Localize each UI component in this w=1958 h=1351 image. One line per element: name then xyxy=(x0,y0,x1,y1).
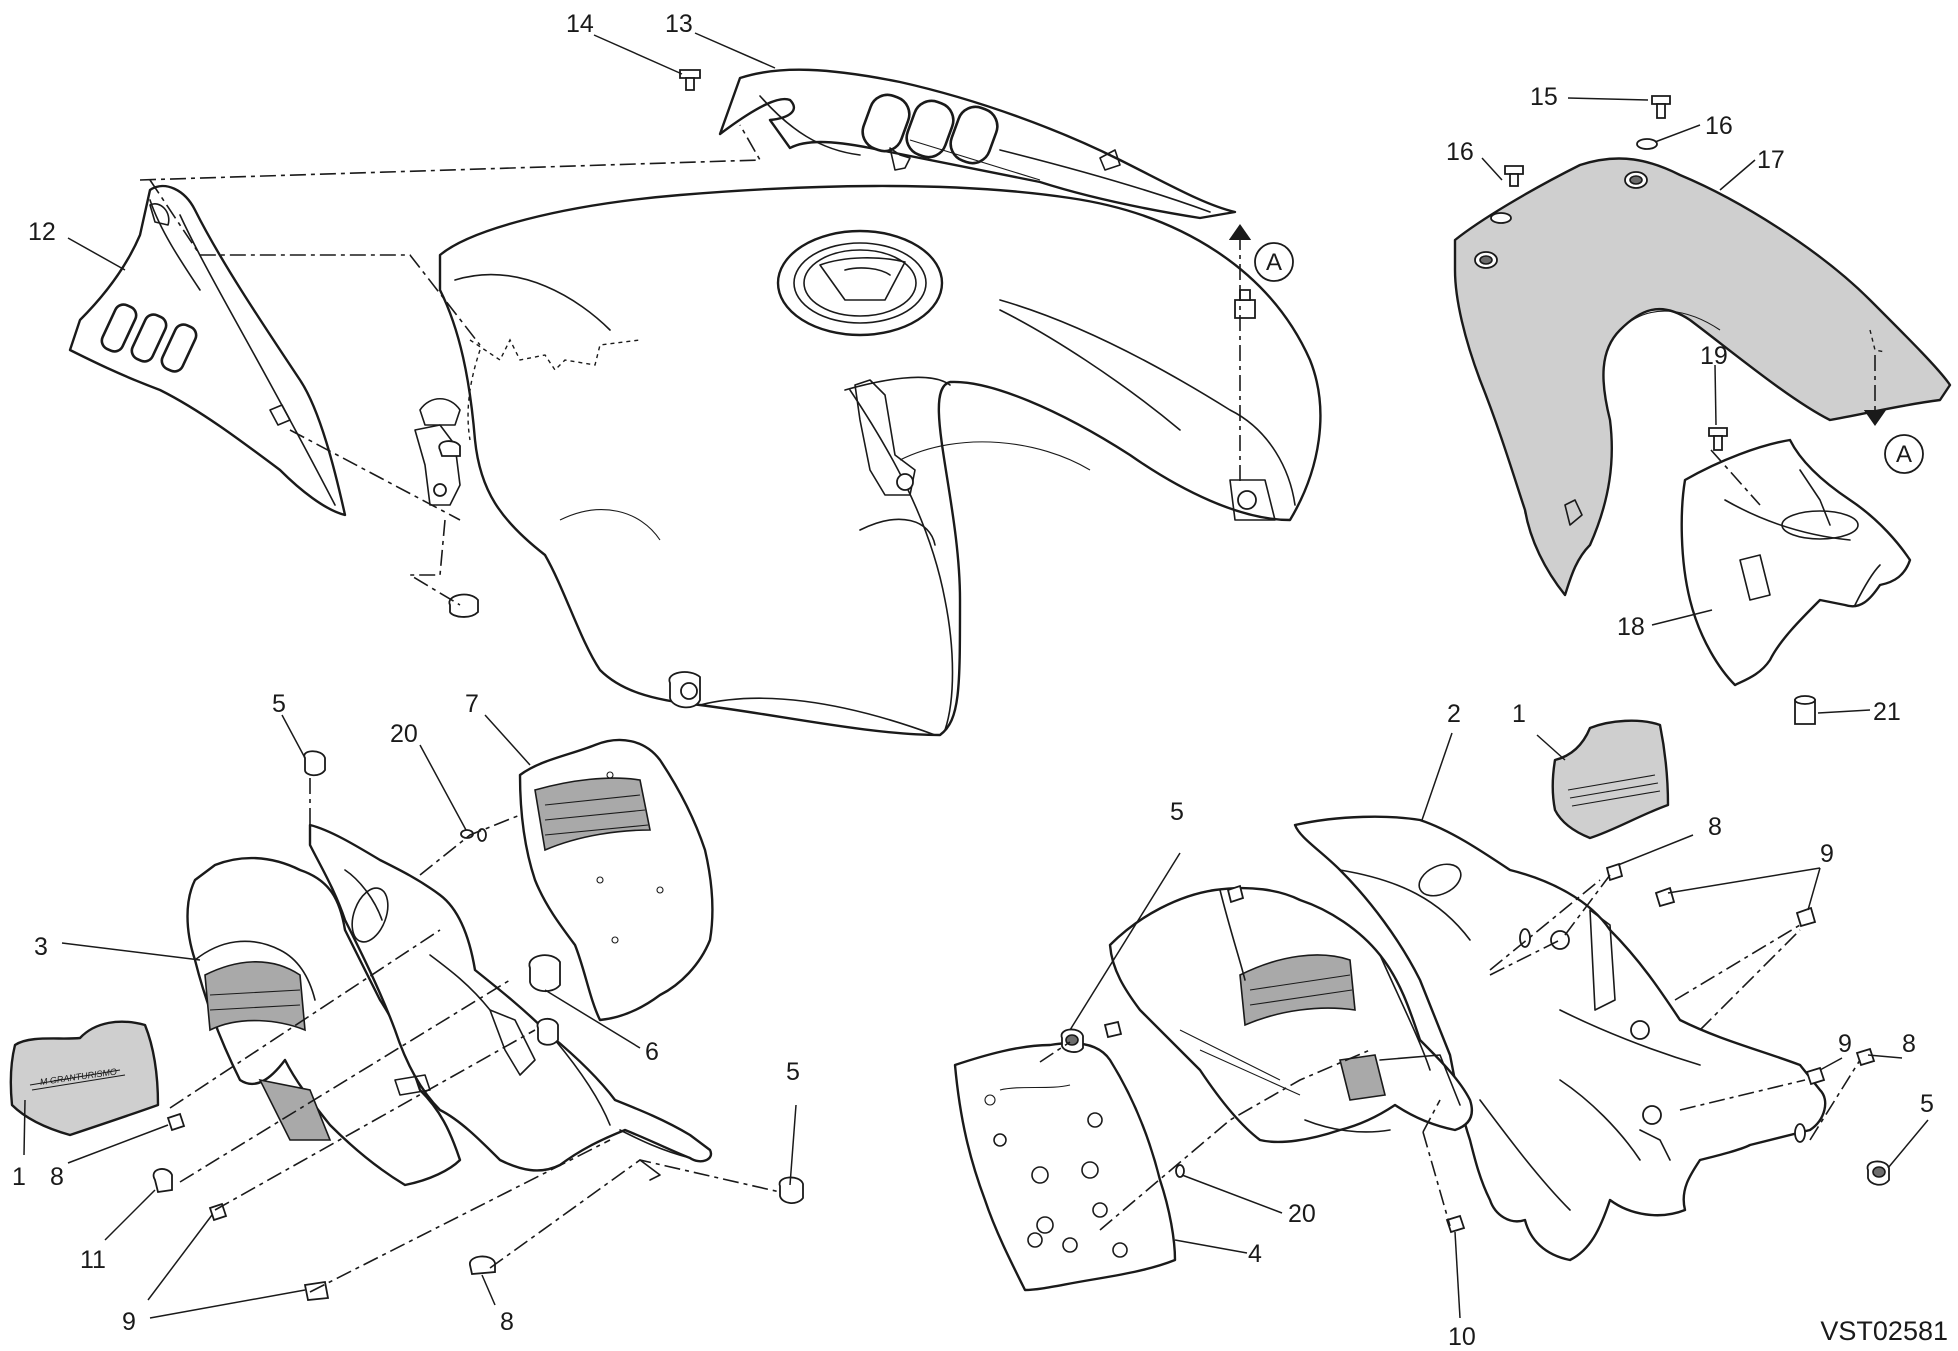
callout-8-left-bottom: 8 xyxy=(500,1308,514,1336)
callout-14: 14 xyxy=(566,10,594,38)
svg-text:A: A xyxy=(1266,249,1282,276)
right-assembly-hardware xyxy=(477,828,1890,1234)
callout-6: 6 xyxy=(645,1038,659,1066)
part-left-heat-shield-frame xyxy=(308,823,713,1181)
callout-5-right-bottom: 5 xyxy=(1920,1090,1934,1118)
callout-5-right-top: 5 xyxy=(1170,798,1184,826)
callout-5-left-top: 5 xyxy=(272,690,286,718)
callout-13: 13 xyxy=(665,10,693,38)
part-21-spacer xyxy=(1794,695,1816,725)
part-15-16-hardware xyxy=(1490,95,1671,224)
callout-19: 19 xyxy=(1700,342,1728,370)
callout-8-right-mid: 8 xyxy=(1902,1030,1916,1058)
callout-4: 4 xyxy=(1248,1240,1262,1268)
part-12-side-scoop xyxy=(68,184,347,517)
part-1-right-badge xyxy=(1551,719,1670,840)
reference-mark-a-right: A xyxy=(1884,434,1924,474)
callout-5-left-bottom: 5 xyxy=(786,1058,800,1086)
callout-11: 11 xyxy=(80,1246,106,1274)
callout-1-right: 1 xyxy=(1512,700,1526,728)
part-4-right-heat-shield xyxy=(953,1041,1177,1292)
callout-9-right-top: 9 xyxy=(1820,840,1834,868)
part-13-upper-scoop xyxy=(718,68,1237,220)
reference-mark-a-top: A xyxy=(1254,242,1294,282)
part-1-left-badge: M GRANTURISMO xyxy=(9,1020,160,1137)
part-3-left-inner-panel xyxy=(186,856,462,1187)
callout-20-left: 20 xyxy=(390,720,418,748)
part-14-screw xyxy=(679,69,701,91)
callout-labels: 14 13 12 15 16 16 17 19 18 21 5 20 7 3 6… xyxy=(12,10,1934,1351)
callout-16a: 16 xyxy=(1705,112,1733,140)
callout-2: 2 xyxy=(1447,700,1461,728)
callout-12: 12 xyxy=(28,218,56,246)
callout-10: 10 xyxy=(1448,1323,1476,1351)
leader-lines xyxy=(23,32,1929,1319)
part-7-left-heat-shield xyxy=(518,738,714,1022)
reference-arrows xyxy=(1228,224,1887,426)
callout-18: 18 xyxy=(1617,613,1645,641)
part-2-right-outer-panel xyxy=(1293,815,1827,1262)
part-17-shaded-cover xyxy=(1453,157,1952,597)
fuel-tank xyxy=(414,184,1322,737)
assembly-lines xyxy=(139,124,1861,1293)
callout-3: 3 xyxy=(34,933,48,961)
callout-8-right-top: 8 xyxy=(1708,813,1722,841)
callout-21: 21 xyxy=(1873,698,1901,726)
callout-1-left: 1 xyxy=(12,1163,26,1191)
drawing-code: VST02581 xyxy=(1820,1316,1948,1346)
callout-17: 17 xyxy=(1757,146,1785,174)
callout-15: 15 xyxy=(1530,83,1558,111)
part-right-inner-frame xyxy=(1108,886,1474,1144)
filler-cap xyxy=(776,229,944,337)
callout-7: 7 xyxy=(465,690,479,718)
callout-9-right-mid: 9 xyxy=(1838,1030,1852,1058)
part-18-lower-cover xyxy=(1680,438,1912,687)
callout-20-right: 20 xyxy=(1288,1200,1316,1228)
part-19-screw xyxy=(1708,427,1728,451)
svg-text:A: A xyxy=(1896,441,1912,468)
callout-16b: 16 xyxy=(1446,138,1474,166)
callout-9-left: 9 xyxy=(122,1308,136,1336)
callout-8-left: 8 xyxy=(50,1163,64,1191)
